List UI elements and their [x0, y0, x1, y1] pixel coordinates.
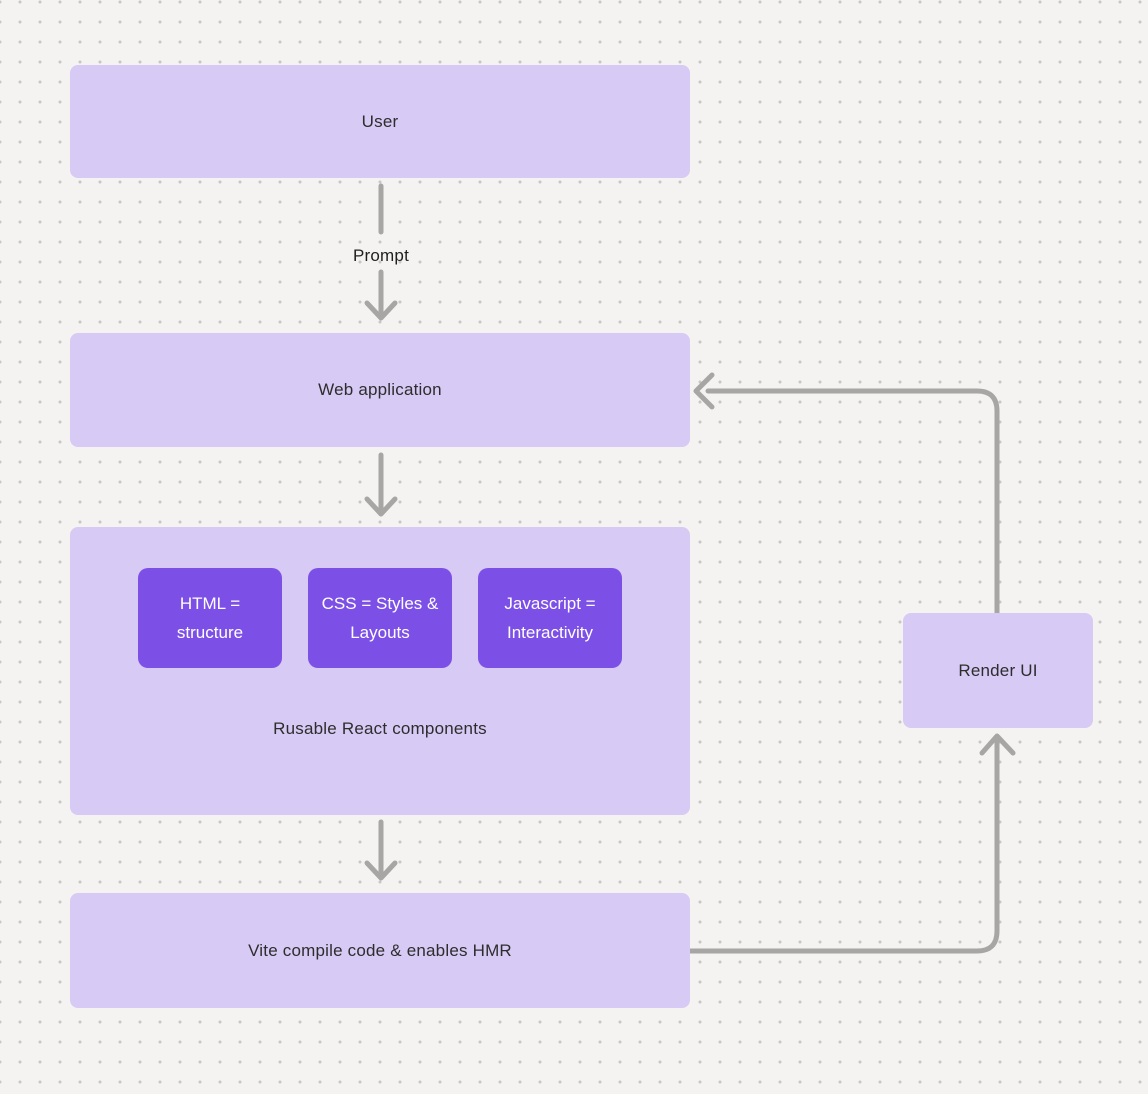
node-vite-label: Vite compile code & enables HMR: [248, 940, 512, 960]
node-css-label: CSS = Styles & Layouts: [321, 594, 439, 642]
node-vite[interactable]: Vite compile code & enables HMR: [70, 893, 690, 1008]
node-html[interactable]: HTML = structure: [138, 568, 282, 668]
node-user[interactable]: User: [70, 65, 690, 178]
node-render-ui[interactable]: Render UI: [903, 613, 1093, 728]
components-group-label: Rusable React components: [273, 719, 487, 738]
node-render-ui-label: Render UI: [958, 660, 1038, 680]
edge-webapp-to-components: [364, 452, 398, 517]
edge-label-prompt: Prompt: [353, 246, 409, 265]
node-web-application-label: Web application: [318, 380, 442, 399]
node-components-group[interactable]: HTML = structure CSS = Styles & Layouts …: [70, 527, 690, 815]
node-css[interactable]: CSS = Styles & Layouts: [308, 568, 452, 668]
node-user-label: User: [361, 111, 399, 131]
node-javascript[interactable]: Javascript = Interactivity: [478, 568, 622, 668]
node-javascript-label: Javascript = Interactivity: [504, 594, 596, 642]
node-html-label: HTML = structure: [176, 594, 244, 642]
edge-prompt-to-webapp: [364, 269, 398, 321]
edge-renderui-to-webapp: [693, 372, 1000, 616]
edge-vite-to-renderui: [687, 733, 1016, 954]
edge-components-to-vite: [364, 819, 398, 881]
components-row: HTML = structure CSS = Styles & Layouts …: [138, 568, 622, 668]
node-web-application[interactable]: Web application: [70, 333, 690, 447]
